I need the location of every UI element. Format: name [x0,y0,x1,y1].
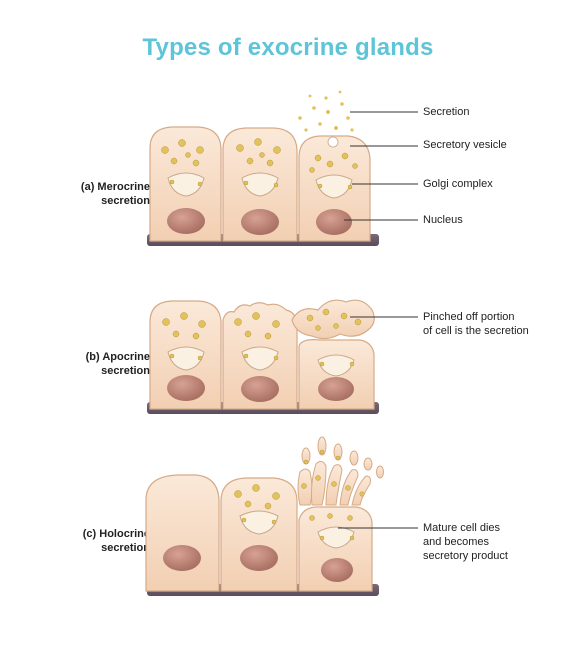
holocrine-nucleus-1 [163,545,201,571]
merocrine-golgi-2 [241,172,279,197]
callout-pinched-off: Pinched off portion of cell is the secre… [423,310,529,338]
holocrine-golgi-3 [317,526,355,549]
callout-mature-cell-line3: secretory product [423,550,508,562]
merocrine-label: (a) Merocrine secretion [10,180,150,208]
merocrine-label-line2: secretion [101,195,150,207]
apocrine-label: (b) Apocrine secretion [10,350,150,378]
merocrine-golgi-1 [167,172,205,197]
merocrine-exocytosis-pore [327,136,339,148]
diagram-title: Types of exocrine glands [142,34,434,61]
apocrine-label-line1: (b) Apocrine [85,351,150,363]
apocrine-vesicles [162,308,362,367]
merocrine-label-line1: (a) Merocrine [80,181,150,193]
apocrine-nucleus-1 [167,375,205,401]
callout-golgi-complex: Golgi complex [423,178,493,190]
merocrine-secretion-granules [298,90,354,132]
callout-nucleus: Nucleus [423,214,463,226]
callout-mature-cell: Mature cell dies and becomes secretory p… [423,521,508,563]
holocrine-nucleus-3 [321,558,353,582]
callout-pinched-off-line1: Pinched off portion [423,311,515,323]
holocrine-vesicles [234,449,365,541]
holocrine-label-line1: (c) Holocrine [82,528,150,540]
callout-leader-lines [338,111,418,529]
merocrine-vesicles [161,138,358,190]
holocrine-cells [145,436,384,592]
merocrine-nucleus-3 [316,209,352,235]
merocrine-golgi-3 [315,174,353,199]
holocrine-disintegrating-fragments [297,436,384,506]
holocrine-label-line2: secretion [101,542,150,554]
apocrine-pinched-portion [291,299,375,340]
holocrine-label: (c) Holocrine secretion [10,527,150,555]
callout-pinched-off-line2: of cell is the secretion [423,325,529,337]
callout-mature-cell-line2: and becomes [423,536,490,548]
apocrine-nucleus-2 [241,376,279,402]
apocrine-label-line2: secretion [101,365,150,377]
callout-secretion: Secretion [423,106,470,118]
apocrine-golgi-1 [167,346,205,371]
merocrine-cells [149,90,371,242]
apocrine-nucleus-3 [318,377,354,401]
merocrine-nucleus-2 [241,209,279,235]
holocrine-nucleus-2 [240,545,278,571]
holocrine-cell-1 [145,474,220,592]
apocrine-golgi-2 [241,346,279,371]
apocrine-cells [149,299,375,410]
apocrine-golgi-3 [317,354,355,377]
merocrine-nucleus-1 [167,208,205,234]
callout-secretory-vesicle: Secretory vesicle [423,139,507,151]
holocrine-golgi-2 [239,510,279,535]
callout-mature-cell-line1: Mature cell dies [423,522,501,534]
